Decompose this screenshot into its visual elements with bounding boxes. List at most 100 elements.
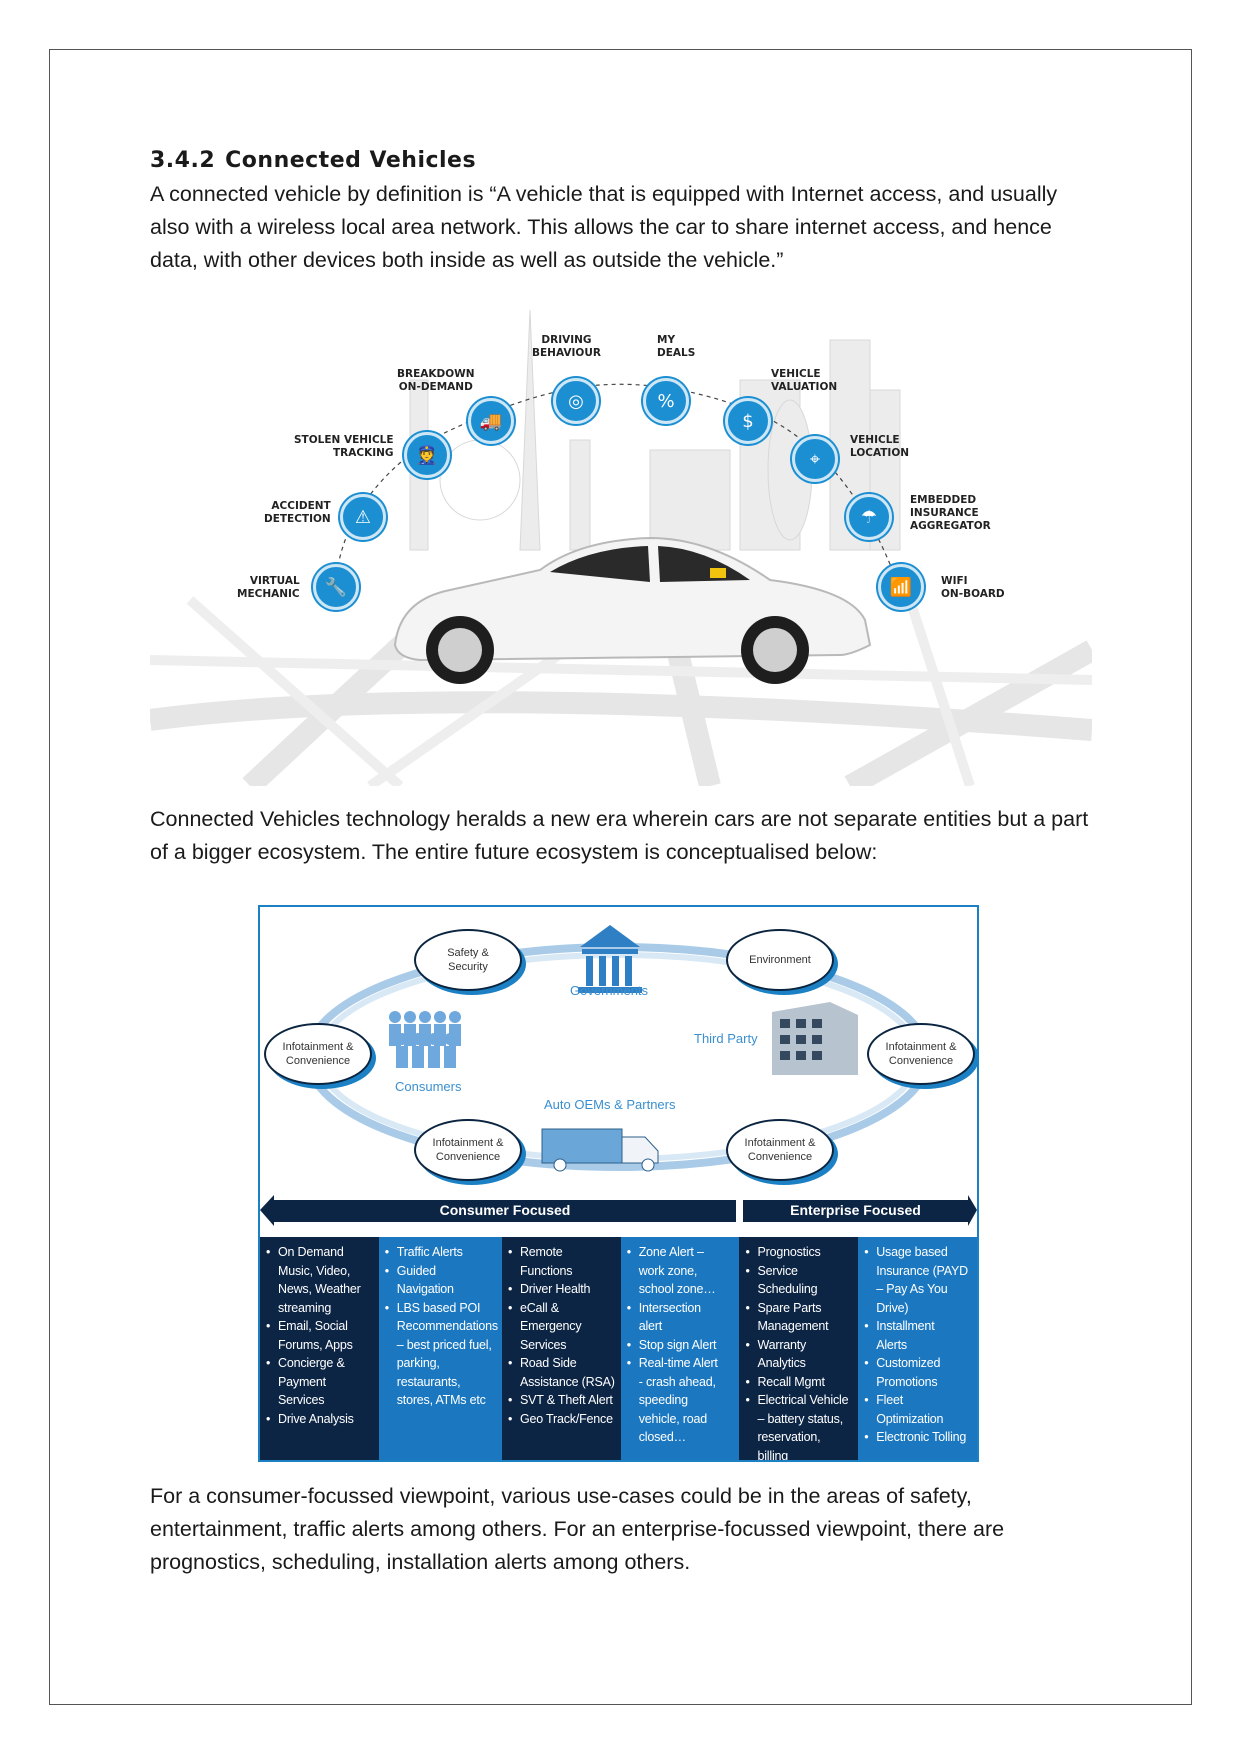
bubble-infotainment-bottom-right: Infotainment & Convenience xyxy=(726,1119,834,1181)
service-label-accident-detection: ACCIDENT DETECTION xyxy=(264,500,331,525)
use-case-item: Insurance (PAYD xyxy=(876,1263,968,1278)
intro-paragraph: A connected vehicle by definition is “A … xyxy=(150,182,1058,272)
use-case-item: work zone, xyxy=(638,1263,698,1278)
use-case-item: restaurants, xyxy=(396,1374,461,1389)
use-case-item: alert xyxy=(638,1319,663,1333)
office-building-icon xyxy=(772,1002,858,1075)
police-icon: 👮 xyxy=(404,432,450,478)
use-case-item: Guided xyxy=(385,1262,498,1281)
bubble-infotainment-left: Infotainment & Convenience xyxy=(264,1023,372,1085)
use-case-item: Optimization xyxy=(876,1411,944,1426)
truck-icon xyxy=(541,1128,659,1172)
use-case-item: streaming xyxy=(278,1300,332,1315)
use-case-item: Services xyxy=(278,1393,325,1407)
service-label-embedded-insurance-aggregator: EMBEDDED INSURANCE AGGREGATOR xyxy=(910,494,991,532)
use-case-column-5: PrognosticsServiceSchedulingSpare PartsM… xyxy=(739,1237,859,1460)
consumers-people-icon xyxy=(389,1011,461,1068)
use-case-item: Usage based xyxy=(864,1243,973,1262)
use-case-item: LBS based POI xyxy=(385,1299,498,1318)
tow-truck-icon: 🚚 xyxy=(468,398,514,444)
use-case-item: Drive) xyxy=(876,1300,909,1315)
use-case-item: Service xyxy=(745,1262,854,1281)
use-case-item: Drive Analysis xyxy=(266,1410,375,1429)
connected-vehicle-figure xyxy=(150,300,1092,786)
use-case-item: Remote xyxy=(508,1243,617,1262)
use-case-item: Scheduling xyxy=(757,1282,818,1296)
page-border xyxy=(49,49,1192,1705)
use-case-item: Management xyxy=(757,1319,829,1333)
use-case-item: Road Side xyxy=(508,1354,617,1373)
service-label-stolen-vehicle-tracking: STOLEN VEHICLE TRACKING xyxy=(294,434,394,459)
use-case-item: vehicle, road xyxy=(638,1411,707,1426)
use-case-item: reservation, xyxy=(757,1430,821,1444)
label-third-party: Third Party xyxy=(694,1031,758,1046)
use-case-item: News, Weather xyxy=(278,1282,361,1296)
use-case-item: - crash ahead, xyxy=(638,1374,716,1389)
enterprise-focused-bar: Enterprise Focused xyxy=(790,1202,921,1218)
use-case-item: Electronic Tolling xyxy=(864,1428,973,1447)
use-case-column-3: RemoteFunctionsDriver HealtheCall &Emerg… xyxy=(501,1237,621,1460)
use-case-item: Stop sign Alert xyxy=(627,1336,736,1355)
accident-icon: ⚠ xyxy=(340,494,386,540)
use-case-item: – Pay As You xyxy=(876,1282,948,1296)
ecosystem-paragraph: Connected Vehicles technology heralds a … xyxy=(150,807,1089,864)
use-case-item: Emergency xyxy=(519,1319,582,1333)
bubble-infotainment-right: Infotainment & Convenience xyxy=(867,1023,975,1085)
ecosystem-figure: Safety & Security Environment Infotainme… xyxy=(258,905,979,1462)
use-case-item: Intersection xyxy=(627,1299,736,1318)
use-case-item: Driver Health xyxy=(508,1280,617,1299)
use-case-item: Fleet xyxy=(864,1391,973,1410)
consumer-focused-bar: Consumer Focused xyxy=(439,1202,571,1218)
use-case-item: Promotions xyxy=(876,1374,938,1389)
use-case-item: Electrical Vehicle xyxy=(745,1391,854,1410)
use-case-item: Payment xyxy=(278,1374,326,1389)
service-label-virtual-mechanic: VIRTUAL MECHANIC xyxy=(237,575,300,600)
use-case-item: Functions xyxy=(519,1263,573,1278)
use-case-column-4: Zone Alert –work zone, school zone… Inters… xyxy=(620,1237,740,1460)
label-auto-oems: Auto OEMs & Partners xyxy=(544,1097,676,1112)
use-case-item: On Demand xyxy=(266,1243,375,1262)
ecosystem-background xyxy=(304,925,932,1172)
bubble-environment: Environment xyxy=(726,929,834,991)
umbrella-icon: ☂ xyxy=(846,494,892,540)
figure-background xyxy=(150,309,1092,786)
use-case-item: eCall & xyxy=(508,1299,617,1318)
use-case-item: Concierge & xyxy=(266,1354,375,1373)
car-dollar-icon: $ xyxy=(725,398,771,444)
use-case-item: Forums, Apps xyxy=(278,1337,353,1352)
service-label-vehicle-valuation: VEHICLE VALUATION xyxy=(771,368,838,393)
use-case-item: Customized xyxy=(864,1354,973,1373)
steering-wheel-icon: ◎ xyxy=(553,378,599,424)
use-case-item: Navigation xyxy=(396,1282,454,1296)
focus-arrows xyxy=(260,1195,977,1226)
bubble-safety-security: Safety & Security xyxy=(414,929,522,991)
use-case-item: Real-time Alert xyxy=(627,1354,736,1373)
use-case-item: – best priced fuel, xyxy=(396,1337,492,1352)
use-case-item: Music, Video, xyxy=(278,1263,351,1278)
label-consumers: Consumers xyxy=(395,1079,462,1094)
section-number: 3.4.2 xyxy=(150,148,216,173)
service-label-my-deals: MY DEALS xyxy=(657,334,696,359)
service-label-vehicle-location: VEHICLE LOCATION xyxy=(850,434,910,459)
use-case-item: Installment xyxy=(864,1317,973,1336)
use-case-item: school zone… xyxy=(638,1282,716,1296)
use-case-item: Traffic Alerts xyxy=(385,1243,498,1262)
use-case-item: Zone Alert – xyxy=(627,1243,736,1262)
use-case-item: Spare Parts xyxy=(745,1299,854,1318)
use-case-item: Services xyxy=(519,1337,567,1352)
use-case-item: closed… xyxy=(638,1430,686,1444)
service-label-breakdown-on-demand: BREAKDOWN ON-DEMAND xyxy=(397,368,475,393)
wifi-icon: 📶 xyxy=(878,564,924,610)
use-case-item: Geo Track/Fence xyxy=(508,1410,617,1429)
service-label-wifi-on-board: WIFI ON-BOARD xyxy=(941,575,1005,600)
wrench-icon: 🔧 xyxy=(313,564,359,610)
use-case-item: – battery status, xyxy=(757,1411,844,1426)
use-case-item: Assistance (RSA) xyxy=(519,1374,615,1389)
government-building-icon xyxy=(578,925,642,993)
use-case-item: Recall Mgmt xyxy=(745,1373,854,1392)
discount-icon: % xyxy=(643,378,689,424)
